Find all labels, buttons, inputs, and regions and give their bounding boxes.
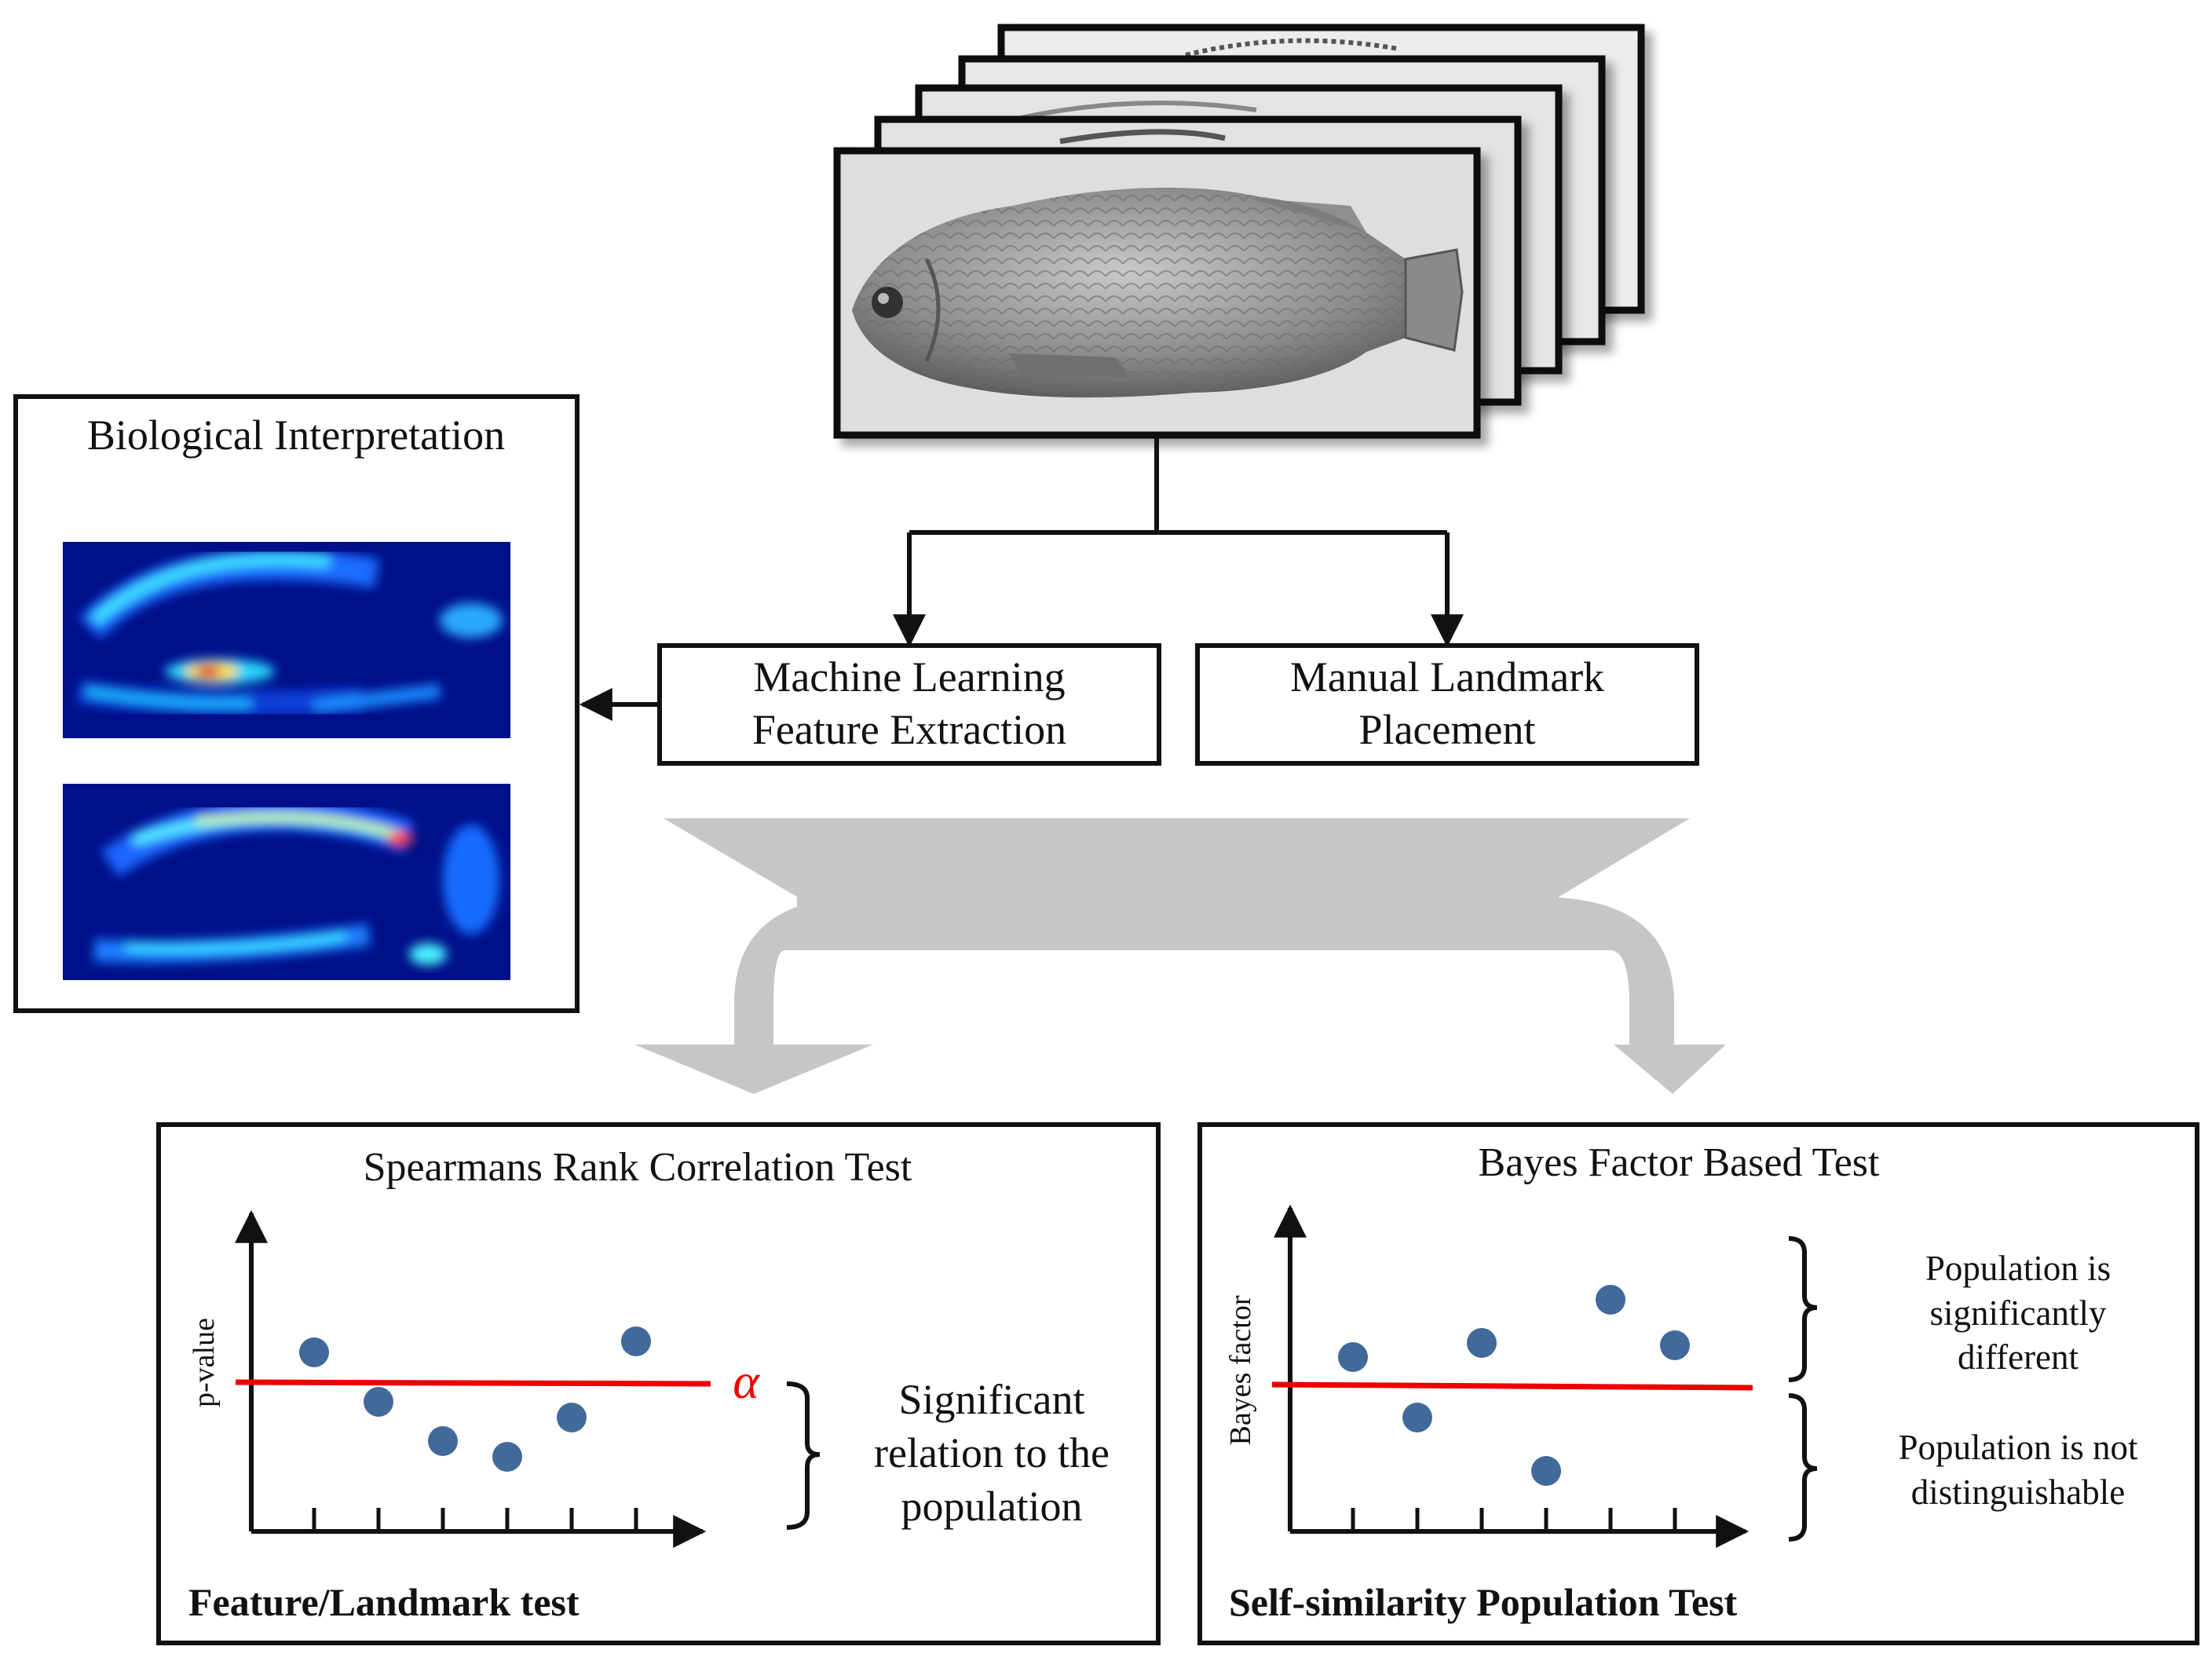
bayes-panel: Bayes Factor Based Test Bayes factor Pop… — [1197, 1122, 2199, 1645]
bayes-lower-line1: Population is not — [1898, 1428, 2138, 1467]
spearman-data-point — [621, 1326, 651, 1356]
spearman-data-point — [557, 1403, 587, 1432]
spearman-x-ticks — [312, 1508, 638, 1531]
bayes-ylabel: Bayes factor — [1224, 1295, 1257, 1445]
spearman-data-point — [299, 1337, 329, 1367]
manual-landmark-box — [1195, 643, 1699, 766]
image-stack — [833, 24, 1645, 439]
spearman-note-line3: population — [901, 1483, 1083, 1530]
spearman-threshold-line — [235, 1379, 711, 1387]
interpretation-title: Biological Interpretation — [87, 412, 505, 459]
bayes-threshold-line — [1271, 1381, 1753, 1391]
heatmap-1 — [63, 542, 510, 738]
manual-box-line1: Manual Landmark — [1290, 653, 1604, 701]
fish-photo-frame — [833, 147, 1481, 439]
bayes-upper-line2: significantly — [1930, 1293, 2107, 1333]
ml-box-line1: Machine Learning — [753, 653, 1065, 701]
spearman-axes — [235, 1209, 707, 1548]
bayes-title: Bayes Factor Based Test — [1479, 1140, 1881, 1185]
bayes-data-point — [1660, 1330, 1690, 1360]
fish-photo — [852, 187, 1464, 398]
bayes-data-point — [1596, 1285, 1625, 1315]
bayes-x-ticks — [1351, 1508, 1677, 1531]
interpretation-panel: Biological Interpretation — [13, 394, 580, 1013]
spearman-data-point — [364, 1387, 393, 1417]
bayes-points — [1338, 1285, 1690, 1486]
spearman-alpha-label: α — [733, 1353, 760, 1409]
spearman-footer: Feature/Landmark test — [188, 1580, 580, 1624]
bayes-data-point — [1338, 1342, 1368, 1372]
branch-connector — [893, 438, 1464, 648]
spearman-title: Spearmans Rank Correlation Test — [364, 1145, 912, 1190]
spearman-data-point — [492, 1442, 522, 1472]
bayes-data-point — [1467, 1328, 1497, 1358]
flow-arrow — [634, 818, 1726, 1094]
bayes-footer: Self-similarity Population Test — [1229, 1580, 1738, 1624]
bayes-upper-line1: Population is — [1925, 1249, 2111, 1288]
bayes-data-point — [1402, 1403, 1432, 1432]
bayes-upper-brace — [1788, 1236, 1818, 1382]
bayes-upper-line3: different — [1958, 1337, 2079, 1377]
spearman-panel: Spearmans Rank Correlation Test p-value … — [156, 1122, 1161, 1645]
spearman-note-line2: relation to the — [874, 1429, 1110, 1476]
manual-box-line2: Placement — [1359, 706, 1536, 753]
heatmap-2 — [63, 784, 510, 980]
spearman-ylabel: p-value — [188, 1318, 221, 1407]
ml-box-line2: Feature Extraction — [752, 706, 1066, 753]
bayes-data-point — [1531, 1456, 1561, 1486]
bayes-axes — [1274, 1204, 1749, 1548]
ml-feature-extraction-box — [657, 643, 1161, 766]
bayes-lower-line2: distinguishable — [1911, 1473, 2125, 1512]
spearman-note-line1: Significant — [899, 1376, 1085, 1423]
spearman-brace — [786, 1381, 821, 1530]
spearman-points — [299, 1326, 651, 1472]
spearman-data-point — [428, 1426, 458, 1456]
bayes-lower-brace — [1788, 1393, 1818, 1542]
